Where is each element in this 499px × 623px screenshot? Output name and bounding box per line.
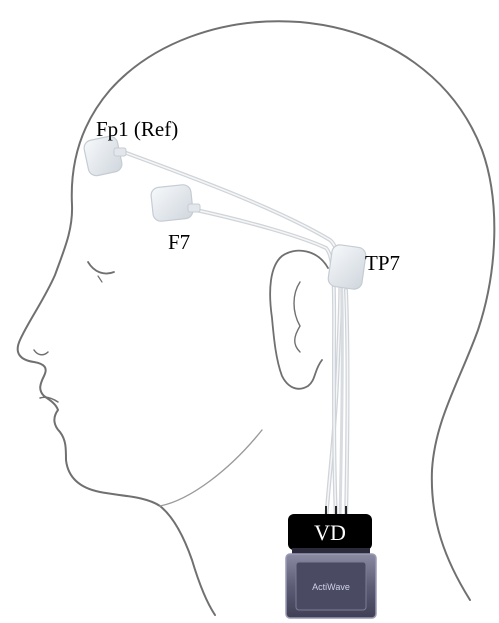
electrode-tp7 (327, 244, 367, 290)
head-outline (18, 21, 495, 615)
electrode-f7-label: F7 (168, 230, 190, 254)
electrode-tp7-label: TP7 (365, 251, 400, 275)
cable-f7-highlight (196, 210, 336, 520)
electrode-f7 (150, 184, 200, 222)
recording-device: VD ActiWave (286, 506, 376, 618)
cable-ground (340, 250, 342, 520)
electrode-tp7-pad (327, 244, 367, 290)
eyelash (98, 276, 102, 282)
electrode-fp1-label: Fp1 (Ref) (96, 117, 178, 141)
ear (270, 251, 328, 389)
jaw-line (160, 430, 262, 506)
face-profile-outline (18, 21, 495, 615)
electrode-f7-connector (188, 204, 200, 212)
closed-eye (88, 262, 114, 274)
device-logo: ActiWave (312, 582, 350, 592)
electrode-fp1 (83, 135, 126, 177)
nostril (34, 350, 48, 355)
ear-inner (294, 282, 300, 352)
cable-f7 (196, 210, 336, 520)
electrode-f7-pad (150, 184, 193, 222)
electrode-fp1-connector (114, 148, 126, 156)
device-label: VD (314, 520, 346, 545)
